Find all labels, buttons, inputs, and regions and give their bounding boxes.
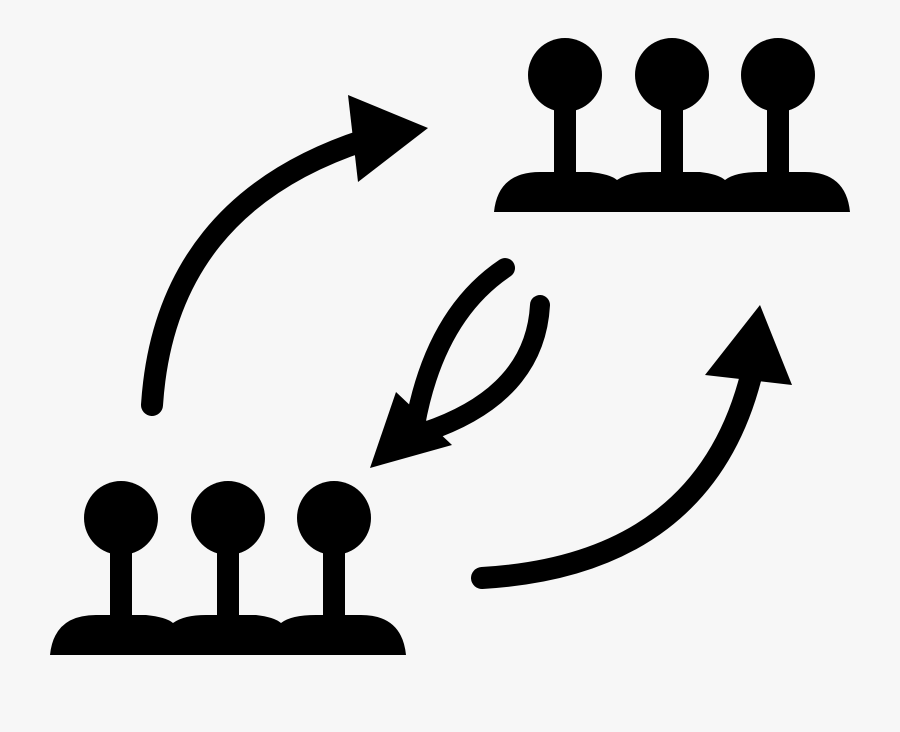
top-right-group-icon (494, 38, 850, 212)
merging-arrow-down-left-icon (370, 258, 550, 468)
arrow-bottom-to-top-icon (471, 305, 792, 589)
arrow-up-right-icon (141, 95, 428, 416)
bottom-left-group-icon (50, 481, 406, 655)
